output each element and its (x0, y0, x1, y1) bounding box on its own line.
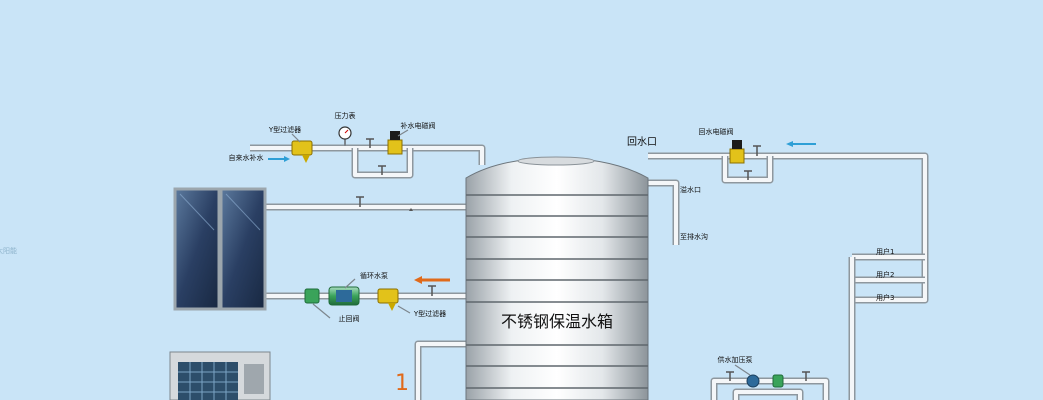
circulation-pump-label: 循环水泵 (360, 271, 388, 280)
y-filter-bottom-label: Y型过滤器 (413, 309, 446, 318)
pressure-gauge-icon (338, 126, 352, 146)
pipe-network (250, 144, 929, 400)
check-valve-label: 止回阀 (339, 314, 360, 323)
solenoid-valve-icon (387, 131, 403, 155)
y-filter-icon (377, 288, 399, 311)
flow-arrow-icon (414, 276, 450, 284)
makeup-solenoid-label: 补水电磁阀 (401, 121, 436, 130)
ball-valve-icon (428, 285, 436, 296)
tank-label: 不锈钢保温水箱 (501, 312, 613, 331)
pump-icon (746, 374, 760, 388)
heat-pump-pipe (414, 340, 466, 400)
user-1-label: 用户1 (876, 247, 894, 256)
solar-collector-icon (173, 187, 267, 311)
step-number: 1 (395, 371, 409, 396)
user-3-label: 用户3 (876, 293, 894, 302)
check-valve-icon (304, 288, 320, 304)
flow-arrow-icon (268, 156, 290, 162)
faint-edge-text: 太阳能 (0, 246, 17, 255)
flow-arrow-icon (786, 141, 816, 147)
user-2-label: 用户2 (876, 270, 894, 279)
y-filter-icon (291, 140, 313, 163)
pump-icon (328, 286, 360, 306)
return-solenoid-label: 回水电磁阀 (699, 127, 734, 136)
tap-water-makeup-label: 自来水补水 (229, 153, 264, 162)
ball-valve-icon (356, 196, 413, 211)
solenoid-valve-icon (729, 140, 745, 164)
water-tank-icon: 不锈钢保温水箱 (465, 156, 649, 400)
return-port-label: 回水口 (627, 136, 657, 148)
overflow-port-label: 溢水口 (680, 185, 701, 194)
pressure-gauge-label: 压力表 (335, 111, 356, 120)
ball-valve-icon (744, 145, 761, 180)
ball-valve-icon (726, 371, 810, 381)
ball-valve-icon (366, 138, 386, 175)
drain-ditch-label: 至排水沟 (680, 232, 708, 241)
heat-pump-icon (169, 351, 271, 400)
check-valve-icon (772, 374, 784, 388)
supply-booster-pump-label: 供水加压泵 (718, 355, 753, 364)
overflow-pipe (648, 179, 680, 245)
y-filter-top-label: Y型过滤器 (268, 125, 301, 134)
